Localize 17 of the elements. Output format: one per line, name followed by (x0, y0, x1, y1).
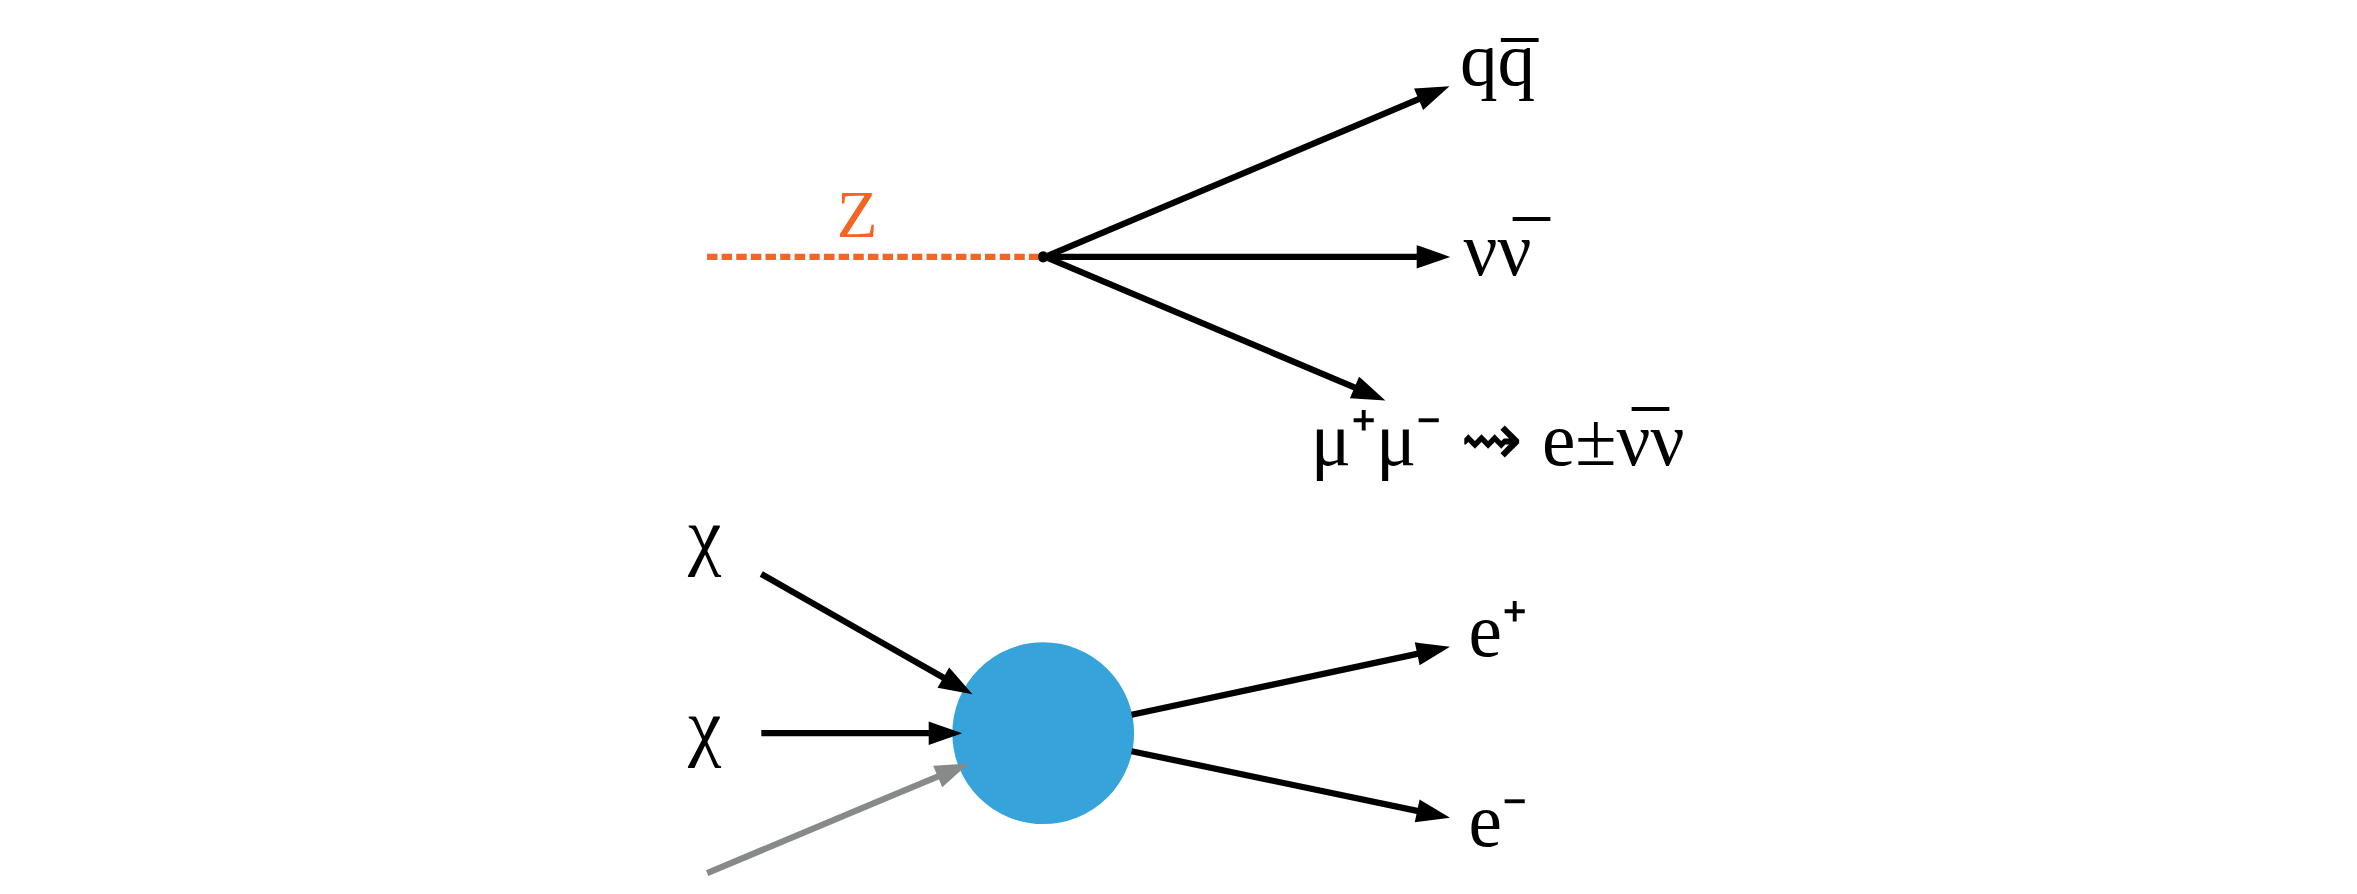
connector (706, 253, 1038, 261)
node-text: χ (687, 684, 721, 768)
node-text: e⁻ (1467, 778, 1527, 862)
node-point (1037, 251, 1049, 263)
arrow (1047, 245, 1450, 269)
arrow (759, 571, 972, 695)
arrow (1046, 255, 1385, 401)
node-text: μ⁺μ⁻ ⇝ e±ν̅ν (1310, 398, 1685, 482)
arrow (1130, 642, 1450, 718)
arrow (1046, 86, 1449, 259)
node-circle (951, 642, 1134, 825)
node-text: e⁺ (1467, 588, 1527, 672)
arrow (705, 763, 969, 876)
arrow (760, 721, 962, 745)
edge-label: Z (836, 177, 878, 252)
node-text: χ (687, 494, 721, 578)
arrow (1130, 748, 1450, 823)
